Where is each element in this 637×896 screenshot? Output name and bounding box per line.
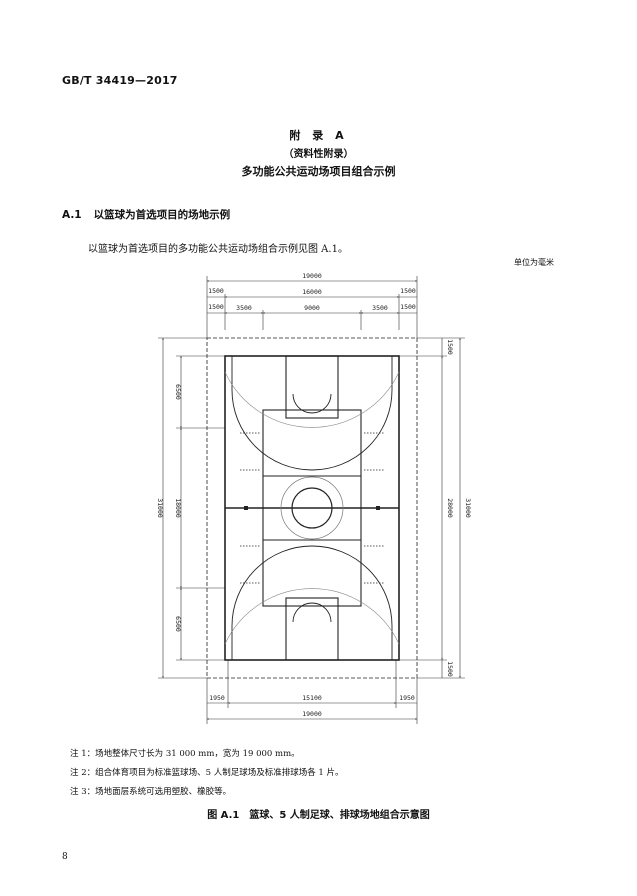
dim-bottom-left: 1950 (209, 694, 225, 702)
unit-label: 单位为毫米 (514, 258, 554, 267)
dim-bottom-mid: 15100 (302, 694, 322, 702)
dim-right-top: 1500 (446, 339, 454, 355)
dim-top-seg-left: 3500 (236, 304, 252, 312)
dim-bottom-total: 19000 (302, 710, 322, 718)
basketball-center-circle (291, 487, 333, 529)
basketball-key-bottom (285, 597, 339, 661)
section-title: 以篮球为首选项目的场地示例 (93, 209, 231, 221)
note-1: 注 1：场地整体尺寸长为 31 000 mm，宽为 19 000 mm。 (70, 749, 300, 759)
volleyball-court (262, 409, 362, 607)
dim-top-seg-right: 3500 (372, 304, 388, 312)
appendix-type: （资料性附录） (283, 149, 354, 160)
futsal-penalty-area-top (224, 371, 400, 428)
net-post-right (376, 506, 380, 510)
dim-top-margin-left: 1500 (208, 287, 224, 295)
appendix-title: 附 录 A (289, 129, 348, 142)
dim-top-m2-right: 1500 (400, 303, 416, 311)
basketball-key-top (285, 355, 339, 419)
figure-caption: 图 A.1 篮球、5 人制足球、排球场地组合示意图 (207, 810, 430, 821)
dim-top-inner: 16000 (302, 288, 322, 296)
section-heading: A.1 以篮球为首选项目的场地示例 (62, 207, 230, 222)
note-2: 注 2：组合体育项目为标准篮球场、5 人制足球场及标准排球场各 1 片。 (70, 768, 344, 778)
appendix-name: 多功能公共运动场项目组合示例 (241, 165, 396, 178)
futsal-center-circle (280, 476, 344, 540)
free-throw-arc-bottom (292, 602, 332, 623)
dim-left-bottom: 6500 (174, 616, 182, 632)
page-number: 8 (62, 852, 68, 862)
site-boundary (206, 337, 418, 679)
dim-top-m2-left: 1500 (208, 303, 224, 311)
dim-top-margin-right: 1500 (400, 287, 416, 295)
dim-right-mid: 28000 (446, 498, 454, 518)
three-point-line-bottom (231, 545, 393, 660)
futsal-penalty-area-bottom (224, 588, 400, 645)
dim-right-total: 31000 (464, 498, 472, 518)
dim-right-bottom: 1500 (446, 661, 454, 677)
net-post-left (244, 506, 248, 510)
dim-left-mid: 18000 (174, 498, 182, 518)
dim-top-seg-mid: 9000 (304, 304, 320, 312)
dim-left-total: 31000 (156, 498, 164, 518)
body-paragraph: 以篮球为首选项目的多功能公共运动场组合示例见图 A.1。 (88, 244, 348, 255)
standard-number: GB/T 34419—2017 (62, 74, 178, 87)
free-throw-arc-top (292, 393, 332, 414)
three-point-line-top (231, 356, 393, 471)
dim-bottom-right: 1950 (399, 694, 415, 702)
note-3: 注 3：场地面层系统可选用塑胶、橡胶等。 (70, 787, 232, 797)
dim-top-total: 19000 (302, 272, 322, 280)
dim-left-top: 6500 (174, 384, 182, 400)
section-number: A.1 (62, 209, 82, 221)
